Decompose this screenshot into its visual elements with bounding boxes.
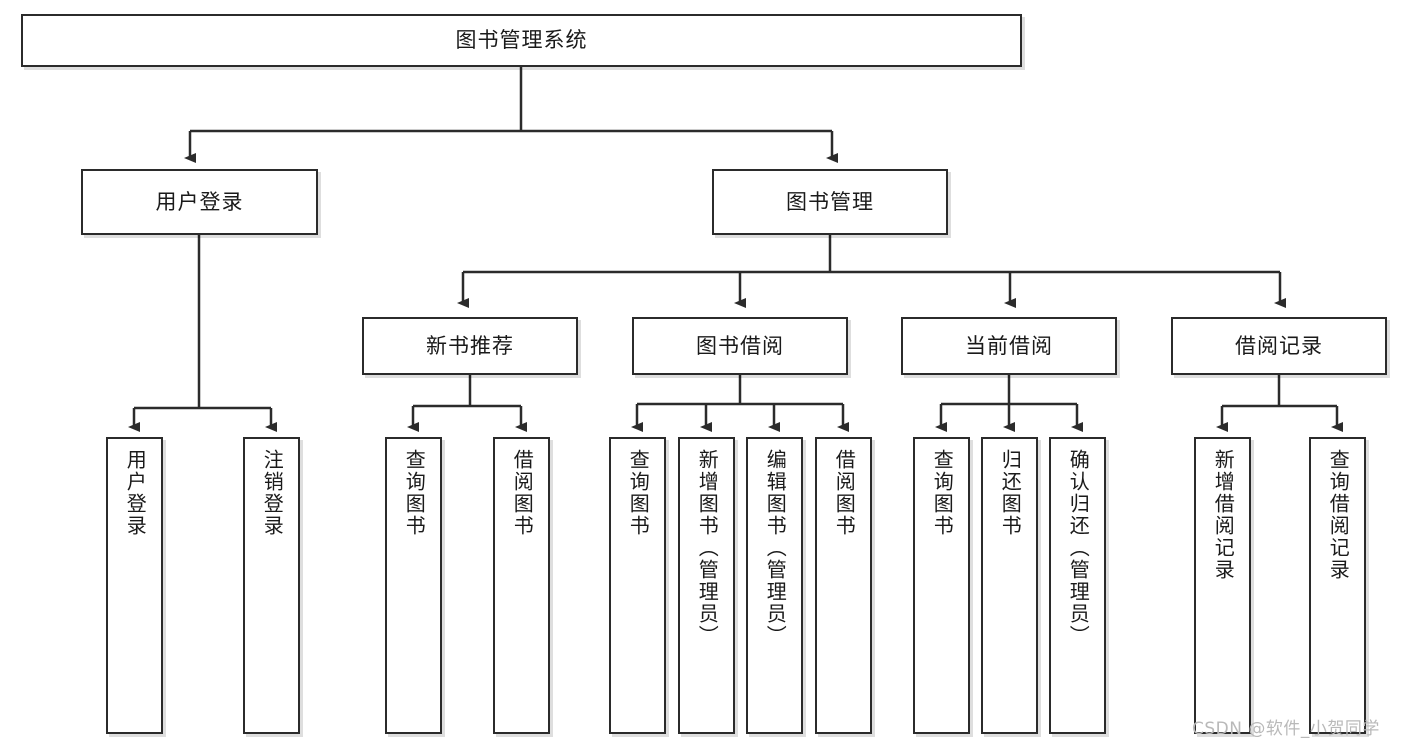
- node-label: 归还图书: [998, 449, 1023, 537]
- leaf-new-book-query-book[interactable]: 查询图书: [385, 437, 442, 734]
- node-label: 用户登录: [155, 189, 244, 214]
- node-label: 借阅记录: [1235, 333, 1323, 358]
- node-label: 查询图书: [930, 449, 955, 537]
- node-user-login[interactable]: 用户登录: [81, 169, 318, 235]
- node-label: 编辑图书（管理员）: [763, 449, 788, 647]
- node-label: 新书推荐: [426, 333, 514, 358]
- leaf-book-borrow-add-book-admin[interactable]: 新增图书（管理员）: [678, 437, 735, 734]
- node-new-book-recommend[interactable]: 新书推荐: [362, 317, 578, 375]
- node-label: 新增借阅记录: [1211, 449, 1236, 581]
- leaf-book-borrow-edit-book-admin[interactable]: 编辑图书（管理员）: [746, 437, 803, 734]
- leaf-new-book-borrow-book[interactable]: 借阅图书: [493, 437, 550, 734]
- node-root-book-management-system[interactable]: 图书管理系统: [21, 14, 1022, 67]
- node-label: 确认归还（管理员）: [1066, 449, 1091, 647]
- node-borrow-record[interactable]: 借阅记录: [1171, 317, 1387, 375]
- node-book-management[interactable]: 图书管理: [712, 169, 948, 235]
- leaf-current-borrow-return-book[interactable]: 归还图书: [981, 437, 1038, 734]
- leaf-borrow-record-query-record[interactable]: 查询借阅记录: [1309, 437, 1366, 734]
- csdn-watermark: CSDN @软件_小贺同学: [1192, 719, 1380, 739]
- node-label: 图书管理系统: [455, 28, 588, 53]
- node-label: 当前借阅: [965, 333, 1053, 358]
- leaf-borrow-record-add-record[interactable]: 新增借阅记录: [1194, 437, 1251, 734]
- node-current-borrow[interactable]: 当前借阅: [901, 317, 1117, 375]
- node-label: 查询图书: [626, 449, 651, 537]
- leaf-user-login-login[interactable]: 用户登录: [106, 437, 163, 734]
- node-label: 借阅图书: [832, 449, 857, 537]
- node-label: 图书借阅: [696, 333, 784, 358]
- node-label: 新增图书（管理员）: [695, 449, 720, 647]
- node-label: 查询借阅记录: [1326, 449, 1351, 581]
- leaf-current-borrow-confirm-return-admin[interactable]: 确认归还（管理员）: [1049, 437, 1106, 734]
- leaf-book-borrow-borrow-book[interactable]: 借阅图书: [815, 437, 872, 734]
- node-label: 图书管理: [786, 189, 874, 214]
- leaf-book-borrow-query-book[interactable]: 查询图书: [609, 437, 666, 734]
- node-label: 用户登录: [123, 449, 148, 537]
- node-label: 借阅图书: [510, 449, 535, 537]
- leaf-current-borrow-query-book[interactable]: 查询图书: [913, 437, 970, 734]
- node-label: 查询图书: [402, 449, 427, 537]
- leaf-user-login-logout[interactable]: 注销登录: [243, 437, 300, 734]
- node-book-borrow[interactable]: 图书借阅: [632, 317, 848, 375]
- node-label: 注销登录: [260, 449, 285, 537]
